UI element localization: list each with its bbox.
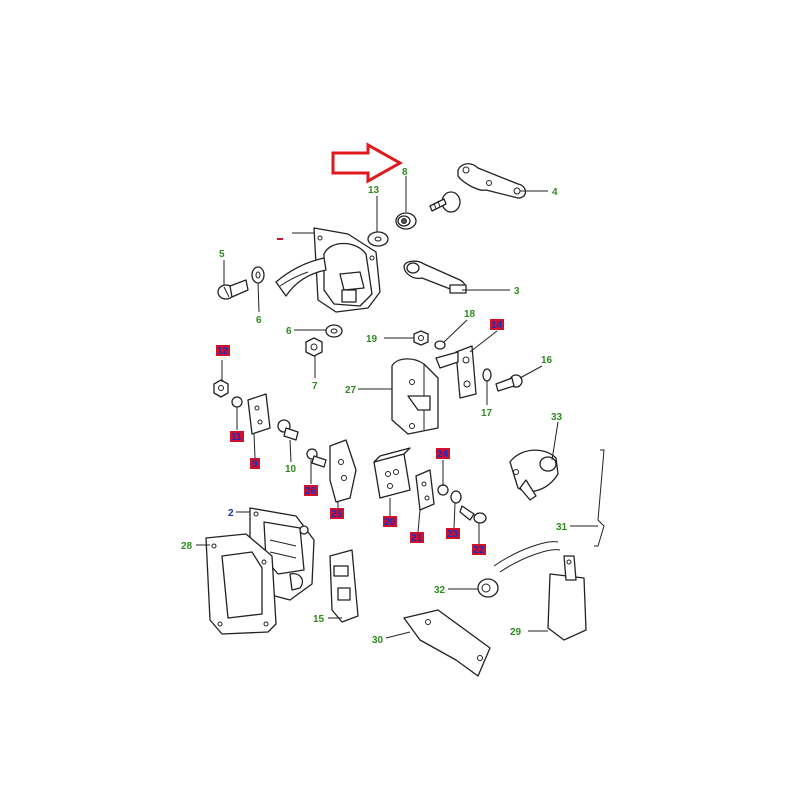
- highlight-boxes: [216, 319, 504, 555]
- leader-lines: [196, 176, 598, 639]
- callout-19: 19: [366, 334, 378, 345]
- clip-pin: [429, 191, 461, 213]
- cable: [493, 541, 559, 567]
- part-5-screw: [217, 279, 249, 300]
- callout-9: 9: [252, 459, 258, 470]
- callout-10: 10: [285, 464, 297, 475]
- part-11-washer: [231, 396, 243, 408]
- part-28-gasket: [205, 533, 277, 635]
- callout-11: 11: [231, 432, 242, 443]
- callout-18: 18: [464, 309, 476, 320]
- callout-29: 29: [510, 627, 522, 638]
- callout-labels: 8 13 4 3 5 6 6 7 19 18 14 16 17 27 12 11…: [181, 167, 568, 646]
- callout-21: 21: [411, 533, 423, 544]
- part-25-bracket: [329, 439, 357, 503]
- callout-14: 14: [491, 320, 503, 331]
- part-18-washer: [434, 340, 446, 350]
- callout-17: 17: [481, 408, 493, 419]
- callout-15: 15: [313, 614, 325, 625]
- callout-7: 7: [312, 381, 318, 392]
- part-17-washer: [482, 368, 492, 382]
- callout-8: 8: [402, 167, 408, 178]
- callout-23: 23: [447, 529, 459, 540]
- highlight-arrow-icon: [331, 142, 404, 184]
- part-21-plate: [415, 469, 435, 511]
- part-3-link: [403, 260, 467, 294]
- part-19-nut: [413, 330, 429, 346]
- part-12-nut: [213, 379, 229, 398]
- callout-26: 26: [305, 486, 317, 497]
- part-27-striker-block: [391, 358, 439, 435]
- part-23-washer: [450, 490, 462, 504]
- part-22-screw: [459, 505, 487, 524]
- part-13-washer: [367, 231, 389, 247]
- callout-27: 27: [345, 385, 357, 396]
- part-16-screw: [495, 374, 523, 392]
- part-7-nut: [305, 337, 323, 357]
- callout-33: 33: [551, 412, 563, 423]
- callout-6-lower: 6: [286, 326, 292, 337]
- callout-31: 31: [556, 522, 568, 533]
- part-33-pivot-bracket: [509, 449, 559, 501]
- callout-20: 20: [384, 517, 396, 528]
- part-8-nut: [395, 212, 417, 230]
- callout-28: 28: [181, 541, 193, 552]
- part-31-rod: [594, 449, 605, 547]
- part-15-bracket: [329, 549, 359, 623]
- callout-16: 16: [541, 355, 553, 366]
- callout-12: 12: [217, 346, 229, 357]
- callout-30: 30: [372, 635, 384, 646]
- callout-22: 22: [473, 545, 485, 556]
- callout-5: 5: [219, 249, 225, 260]
- part-32-grommet: [477, 578, 499, 598]
- part-24-nut: [437, 484, 449, 496]
- part-29-actuator: [547, 555, 587, 641]
- part-30-mounting-plate: [403, 609, 491, 677]
- red-dash-mark: [277, 238, 283, 240]
- callout-13: 13: [368, 185, 380, 196]
- part-9-plate: [247, 393, 271, 435]
- callout-4: 4: [552, 187, 558, 198]
- callout-2: 2: [228, 508, 234, 519]
- part-4-link-arm: [457, 163, 527, 199]
- part-14-bracket: [435, 345, 477, 399]
- callout-6-upper: 6: [256, 315, 262, 326]
- callout-32: 32: [434, 585, 446, 596]
- part-26-screw: [306, 448, 327, 468]
- callout-24: 24: [437, 449, 449, 460]
- part-10-screw: [277, 419, 299, 441]
- part-6-washer-lower: [325, 324, 343, 338]
- main-lock-assembly: [275, 227, 381, 313]
- part-20-plate: [373, 447, 411, 499]
- callout-25: 25: [331, 509, 343, 520]
- callout-3: 3: [514, 286, 520, 297]
- part-6-washer-upper: [251, 266, 265, 284]
